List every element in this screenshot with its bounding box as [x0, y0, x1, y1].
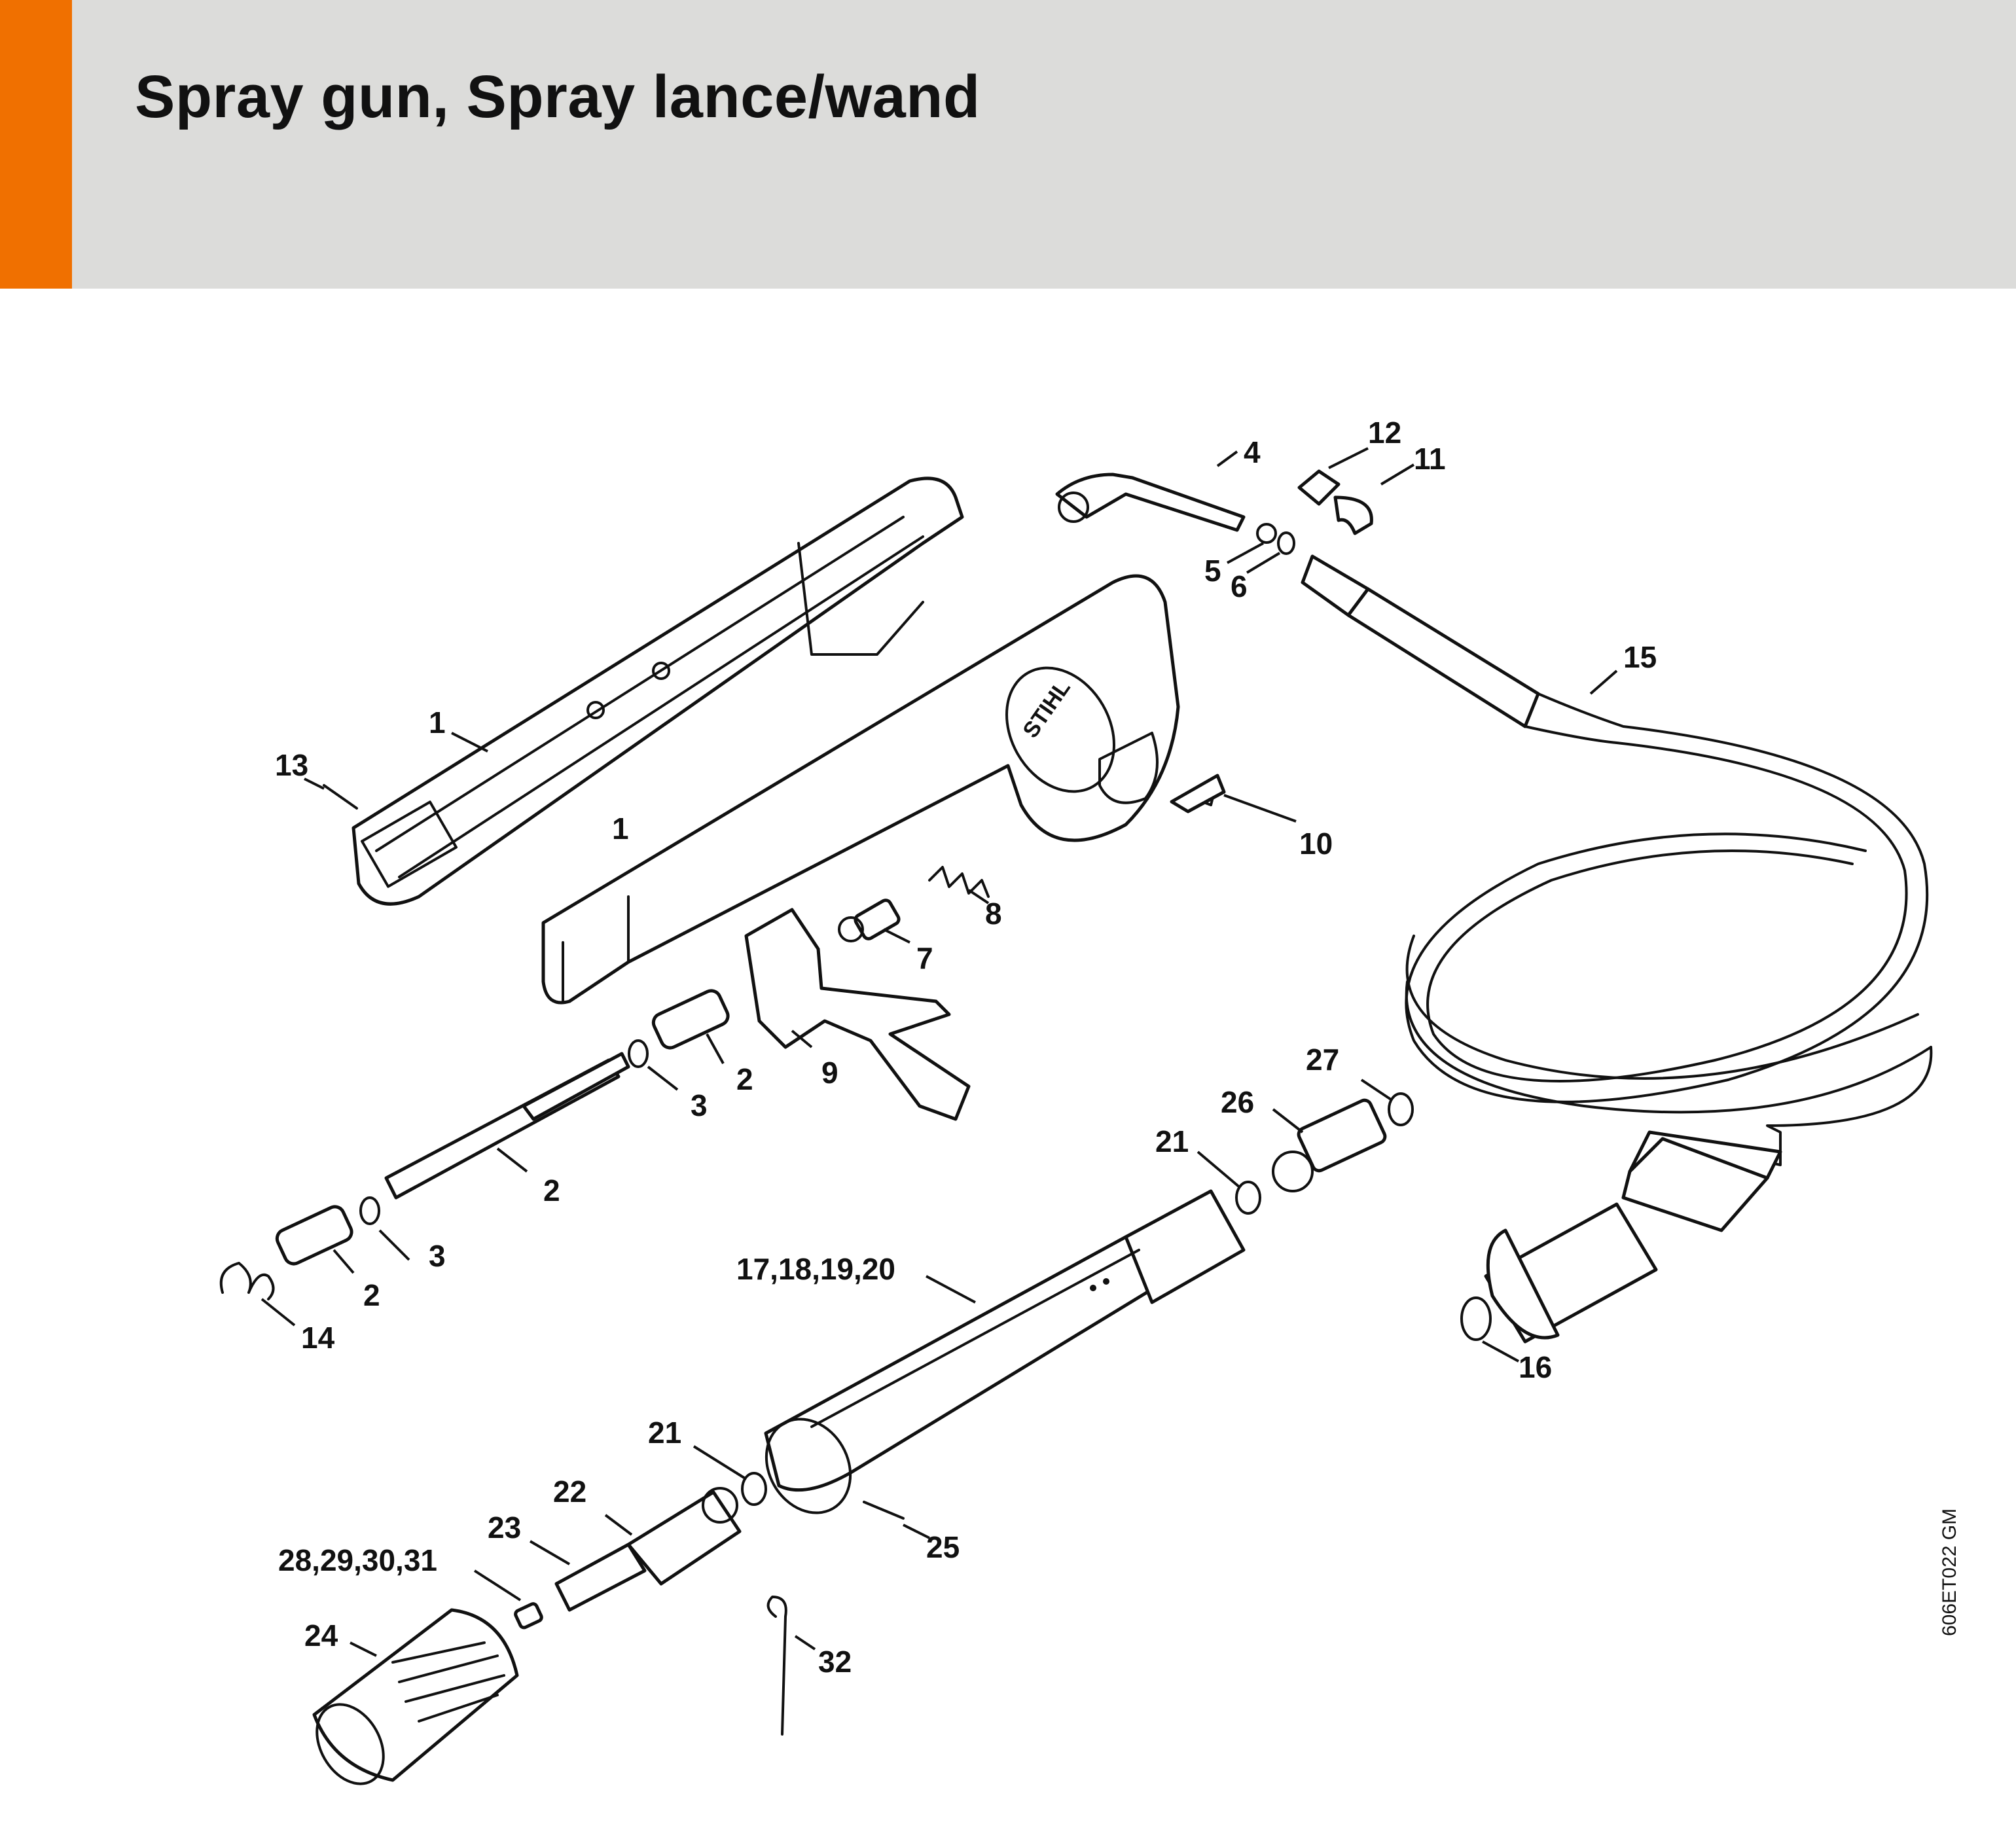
callout-6: 6: [1231, 569, 1248, 603]
callout-10: 10: [1299, 827, 1333, 861]
nozzle-holder-22: [626, 1487, 742, 1586]
callout-3-lower: 3: [429, 1239, 446, 1273]
o-ring-3a: [628, 1039, 649, 1068]
callout-4: 4: [1244, 435, 1261, 469]
callout-11: 11: [1414, 442, 1446, 476]
nozzle-cap-24: [312, 1608, 519, 1785]
screw-25: [863, 1501, 905, 1520]
callout-3-upper: 3: [691, 1088, 708, 1122]
callout-2-middle: 2: [543, 1173, 560, 1207]
o-ring-16: [1460, 1296, 1492, 1341]
page-title: Spray gun, Spray lance/wand: [135, 63, 981, 130]
callout-5: 5: [1204, 554, 1221, 588]
nozzle-insert-23: [554, 1543, 647, 1612]
callout-28-29-30-31: 28,29,30,31: [278, 1543, 437, 1577]
gun-housing-left-half: [351, 476, 964, 906]
trigger-lock-10: [1170, 774, 1226, 813]
header-band: [0, 0, 2016, 289]
o-ring-21b: [741, 1472, 767, 1506]
gun-housing-right-half: STIHL: [541, 574, 1219, 1005]
callout-27: 27: [1306, 1043, 1339, 1077]
clip-12: [1297, 469, 1341, 506]
callout-14: 14: [301, 1321, 335, 1355]
tube-parts-2: [275, 989, 730, 1266]
accent-bar: [0, 0, 72, 289]
callout-26: 26: [1221, 1085, 1254, 1119]
callout-17-18-19-20: 17,18,19,20: [736, 1252, 895, 1286]
callout-8: 8: [985, 897, 1002, 931]
callout-21-upper: 21: [1155, 1124, 1189, 1158]
callout-13: 13: [275, 748, 308, 782]
callout-16: 16: [1519, 1350, 1552, 1384]
valve-7: [838, 899, 901, 942]
callout-9: 9: [821, 1056, 838, 1090]
o-ring-6: [1277, 531, 1295, 555]
spring-14: [219, 1262, 275, 1300]
callout-7: 7: [916, 941, 933, 975]
callout-15: 15: [1623, 640, 1657, 674]
clip-11: [1333, 495, 1373, 535]
callout-25: 25: [926, 1530, 960, 1564]
leader-lines: [261, 447, 1618, 1657]
spring-8: [928, 866, 990, 898]
nozzle-28-31: [514, 1602, 543, 1630]
callout-23: 23: [488, 1510, 521, 1545]
o-ring-3b: [359, 1196, 380, 1225]
callout-32: 32: [818, 1645, 852, 1679]
callout-21-lower: 21: [648, 1416, 681, 1450]
drawing-code: 606ET022 GM: [1939, 1508, 1960, 1636]
o-ring-27: [1388, 1092, 1414, 1126]
trigger-9: [744, 908, 971, 1121]
callout-2-upper: 2: [736, 1062, 753, 1096]
callout-1-left-housing: 1: [429, 706, 446, 740]
callout-24: 24: [304, 1618, 338, 1652]
screw-13: [323, 784, 358, 810]
ring-5: [1256, 523, 1277, 544]
fitting-26: [1272, 1098, 1387, 1192]
callout-12: 12: [1368, 416, 1401, 450]
high-pressure-hose-15: [1301, 554, 1933, 1344]
callout-2-lower: 2: [363, 1278, 380, 1312]
callout-1-right-housing: 1: [612, 812, 629, 846]
callout-22: 22: [553, 1474, 586, 1509]
o-ring-21a: [1235, 1181, 1261, 1215]
spray-lance-17-20: [764, 1189, 1246, 1514]
wire-clip-32: [766, 1596, 787, 1736]
angled-pipe-4: [1055, 473, 1246, 532]
